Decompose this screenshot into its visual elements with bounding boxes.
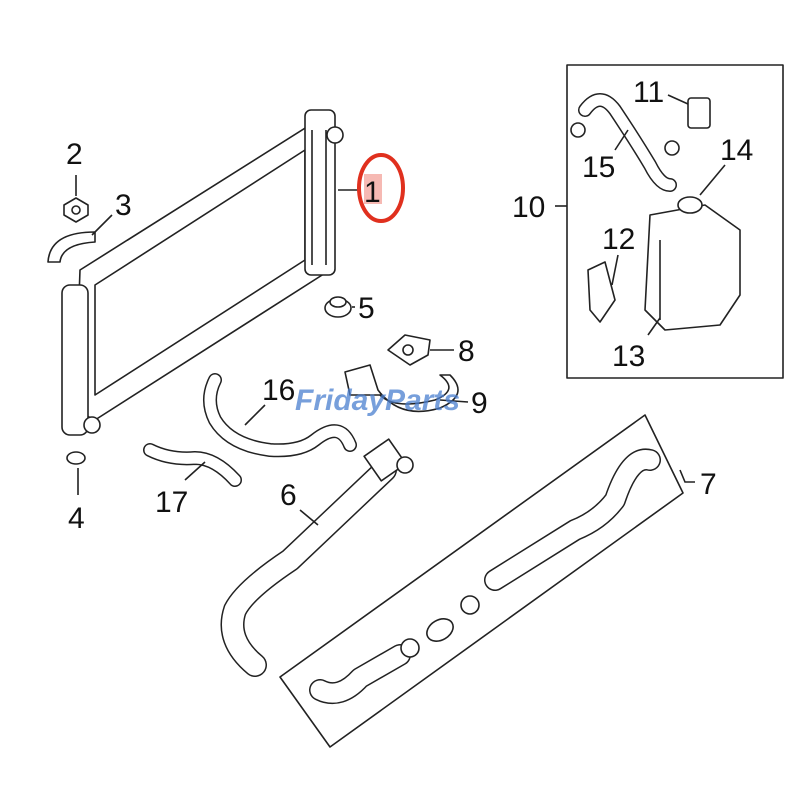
hose-part-15 <box>570 93 680 192</box>
grommet-part-4 <box>66 451 86 465</box>
cap-part-14 <box>677 196 703 214</box>
callout-12[interactable]: 12 <box>602 223 635 256</box>
hose-part-6 <box>220 438 414 677</box>
bracket-part-12 <box>587 261 616 323</box>
callout-1[interactable]: 1 <box>364 176 381 209</box>
callout-17[interactable]: 17 <box>155 486 188 519</box>
grommet-part-5 <box>324 296 352 318</box>
callout-4[interactable]: 4 <box>68 502 85 535</box>
callout-7[interactable]: 7 <box>700 468 717 501</box>
highlight-circle <box>357 153 405 223</box>
callout-13[interactable]: 13 <box>612 340 645 373</box>
reservoir-part-13 <box>644 204 741 331</box>
nut-part-2 <box>63 197 89 223</box>
bracket-part-3 <box>47 231 96 263</box>
group-box-10 <box>566 64 784 379</box>
callout-11[interactable]: 11 <box>633 76 664 109</box>
callout-16[interactable]: 16 <box>262 374 295 407</box>
highlight-fill <box>364 174 382 204</box>
watermark: FridayParts <box>295 384 460 417</box>
callout-15[interactable]: 15 <box>582 151 615 184</box>
callout-2[interactable]: 2 <box>66 138 83 171</box>
clip-part-11 <box>687 97 711 129</box>
gasket-part-8 <box>387 334 431 366</box>
bracket-part-9 <box>344 364 459 413</box>
callout-8[interactable]: 8 <box>458 335 475 368</box>
callout-9[interactable]: 9 <box>471 387 488 420</box>
callout-3[interactable]: 3 <box>115 189 132 222</box>
callout-14[interactable]: 14 <box>720 134 753 167</box>
hose-assembly-part-7 <box>309 448 661 704</box>
leader-lines <box>75 94 726 526</box>
hose-part-17 <box>143 443 242 487</box>
group-box-7 <box>279 414 684 748</box>
hose-part-16 <box>203 373 357 458</box>
callout-6[interactable]: 6 <box>280 479 297 512</box>
radiator <box>61 109 344 436</box>
callouts: 1 2 3 4 5 6 7 8 9 10 11 12 13 14 15 16 1… <box>66 76 753 535</box>
callout-10[interactable]: 10 <box>512 191 545 224</box>
callout-5[interactable]: 5 <box>358 292 375 325</box>
